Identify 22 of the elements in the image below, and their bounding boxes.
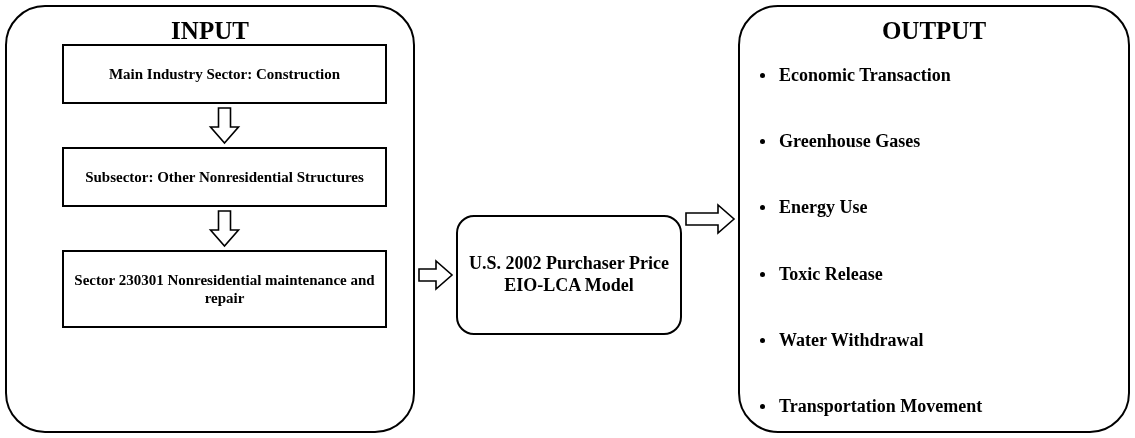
process-box [62,147,387,207]
process-box [62,250,387,328]
box-label: Subsector: Other Nonresidential Structures [84,168,365,186]
output-panel [738,5,1130,433]
process-box [62,44,387,104]
panel-heading: OUTPUT [880,17,988,45]
block-arrow [418,259,454,291]
list-item: Water Withdrawal [779,329,924,351]
box-label: U.S. 2002 Purchaser Price EIO-LCA Model [468,253,670,297]
block-arrow [685,203,736,235]
block-arrow [208,107,241,145]
input-panel [5,5,415,433]
panel-heading: INPUT [170,17,250,45]
list-item: Energy Use [779,197,868,219]
box-label: Sector 230301 Nonresidential maintenance and repair [73,271,376,307]
list-item: Economic Transaction [779,65,951,86]
process-box [456,215,682,335]
list-item: Transportation Movement [779,395,983,417]
list-item: Greenhouse Gases [779,131,921,153]
list-item: Toxic Release [779,263,883,285]
box-label: Main Industry Sector: Construction [107,65,342,83]
block-arrow [208,210,241,248]
